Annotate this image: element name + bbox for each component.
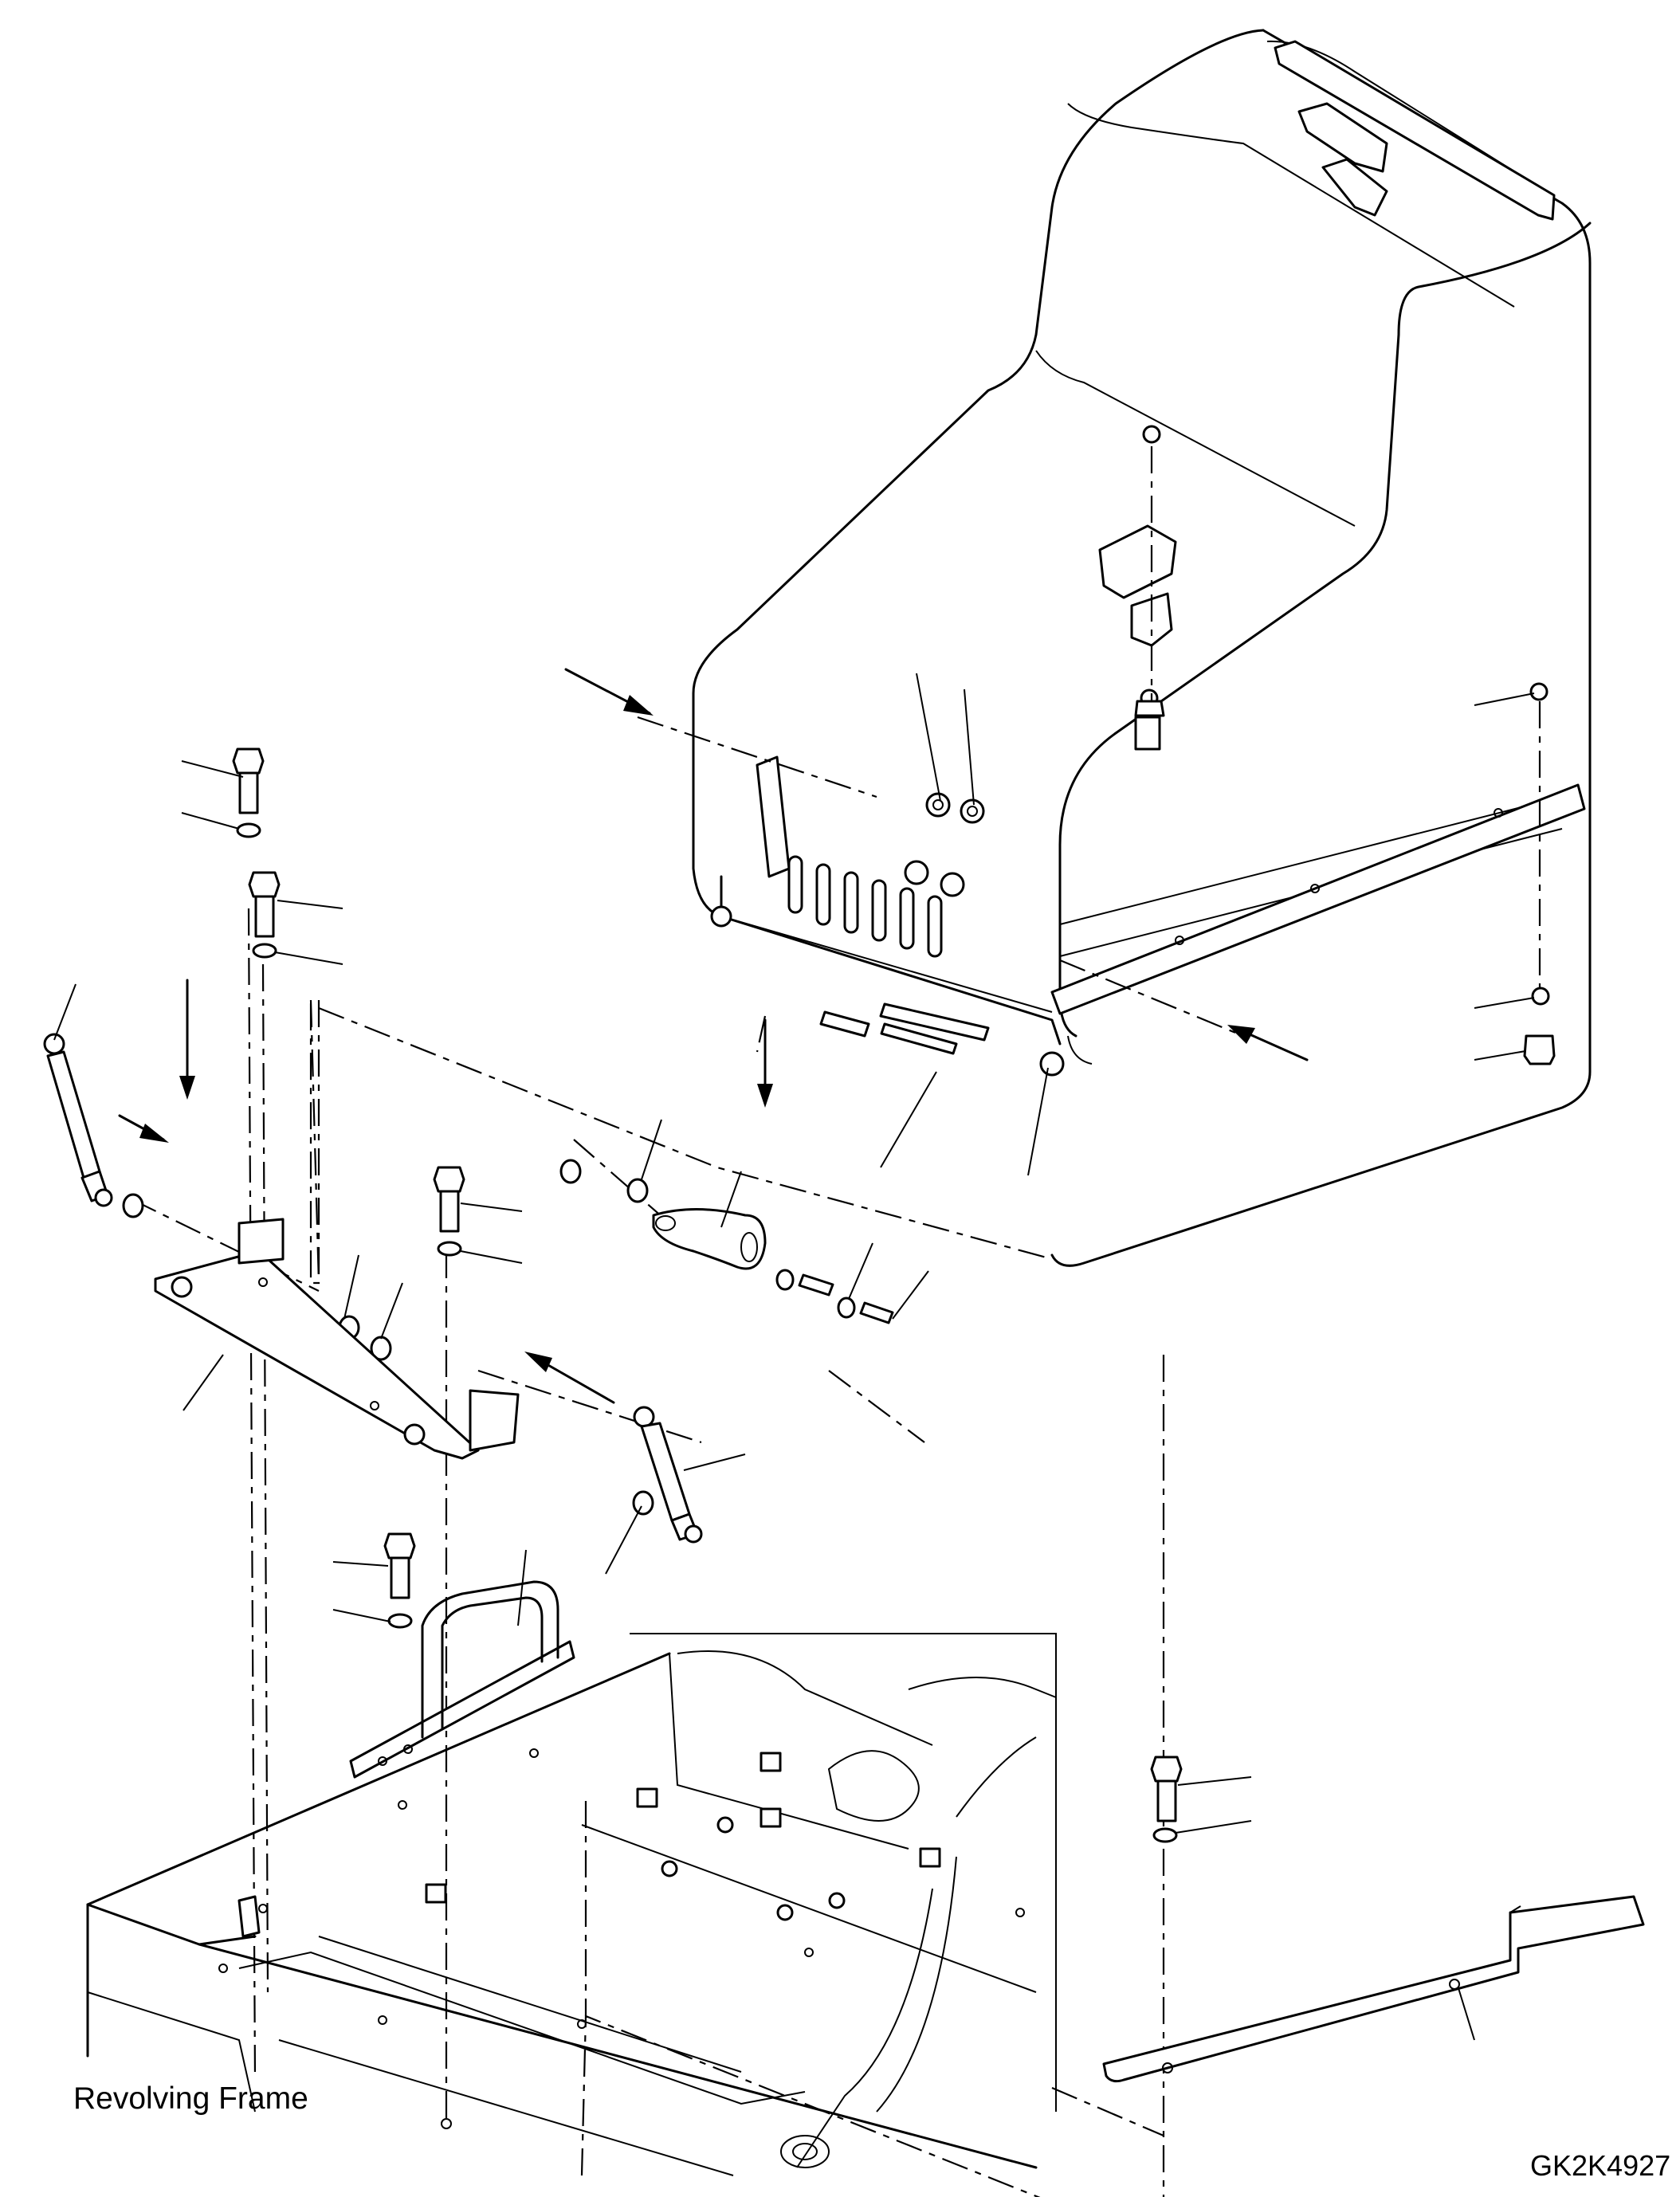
link-arm	[652, 1208, 767, 1270]
drawing-code: GK2K4927	[1530, 2149, 1671, 2182]
plate	[1102, 1895, 1645, 2083]
gas-spring-left	[43, 1033, 113, 1207]
direction-arrows	[118, 668, 1309, 1404]
figure-caption: Revolving Frame	[73, 2081, 308, 2116]
rubber-mount	[1134, 700, 1556, 1065]
gas-spring-right	[633, 1406, 703, 1544]
bracket	[154, 1218, 520, 1460]
handle	[349, 1580, 575, 1779]
pin	[880, 1022, 958, 1055]
leader-lines	[53, 673, 1535, 2041]
cover-vents	[787, 855, 943, 958]
revolving-frame	[86, 1633, 1057, 2176]
bolts	[232, 747, 1183, 1822]
cover	[692, 29, 1592, 1267]
nuts	[710, 425, 1550, 1077]
